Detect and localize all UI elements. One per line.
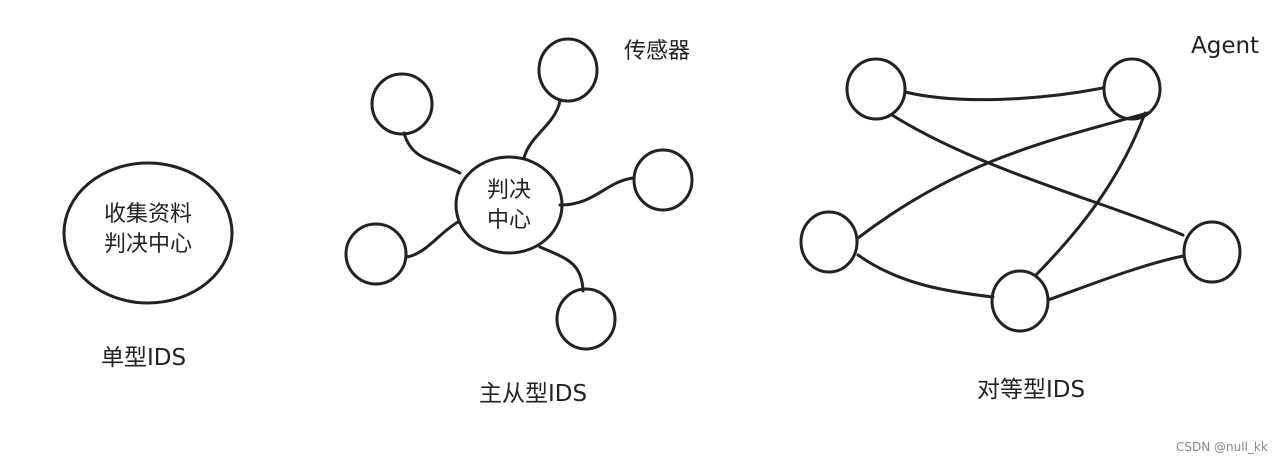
- ms-node-bottomleft: [344, 222, 408, 286]
- peer-edge-top: [903, 86, 1105, 102]
- peer-node-right: [1182, 220, 1242, 284]
- ms-center-text: 判决 中心: [469, 176, 549, 236]
- ms-node-right: [632, 148, 694, 212]
- ms-center-text-line2: 中心: [486, 208, 531, 233]
- ms-edge-right: [558, 176, 635, 207]
- single-ids-node: [62, 161, 234, 305]
- master-slave-ids-caption: 主从型IDS: [479, 381, 588, 407]
- single-ids-caption: 单型IDS: [101, 345, 187, 371]
- peer-edge-d: [856, 253, 995, 299]
- ms-node-topleft: [370, 72, 434, 136]
- peer-edge-a: [890, 113, 1185, 237]
- single-node-text-line1: 收集资料: [103, 202, 192, 227]
- sensor-label: 传感器: [624, 39, 691, 64]
- ms-center-node: [454, 155, 564, 255]
- peer-edge-c: [1034, 111, 1147, 277]
- peer-edge-b: [856, 111, 1150, 240]
- single-node-text: 收集资料 判决中心: [88, 200, 208, 260]
- ms-node-bottomright: [555, 287, 617, 351]
- ms-edge-topleft: [402, 131, 462, 175]
- peer-node-bottom: [990, 269, 1050, 333]
- peer-ids-caption: 对等型IDS: [977, 377, 1086, 403]
- peer-edge-e: [1046, 254, 1185, 302]
- ms-edge-top: [522, 99, 562, 160]
- ms-edge-bottomleft: [404, 220, 460, 259]
- ms-node-top: [537, 37, 599, 103]
- peer-node-topright: [1102, 57, 1162, 121]
- watermark: CSDN @null_kk: [1176, 440, 1268, 454]
- ms-edge-bottomright: [538, 245, 585, 293]
- peer-node-topleft: [845, 57, 907, 121]
- peer-node-left: [799, 210, 859, 274]
- agent-label: Agent: [1191, 33, 1260, 59]
- single-node-text-line2: 判决中心: [103, 232, 192, 257]
- ms-center-text-line1: 判决: [486, 178, 531, 203]
